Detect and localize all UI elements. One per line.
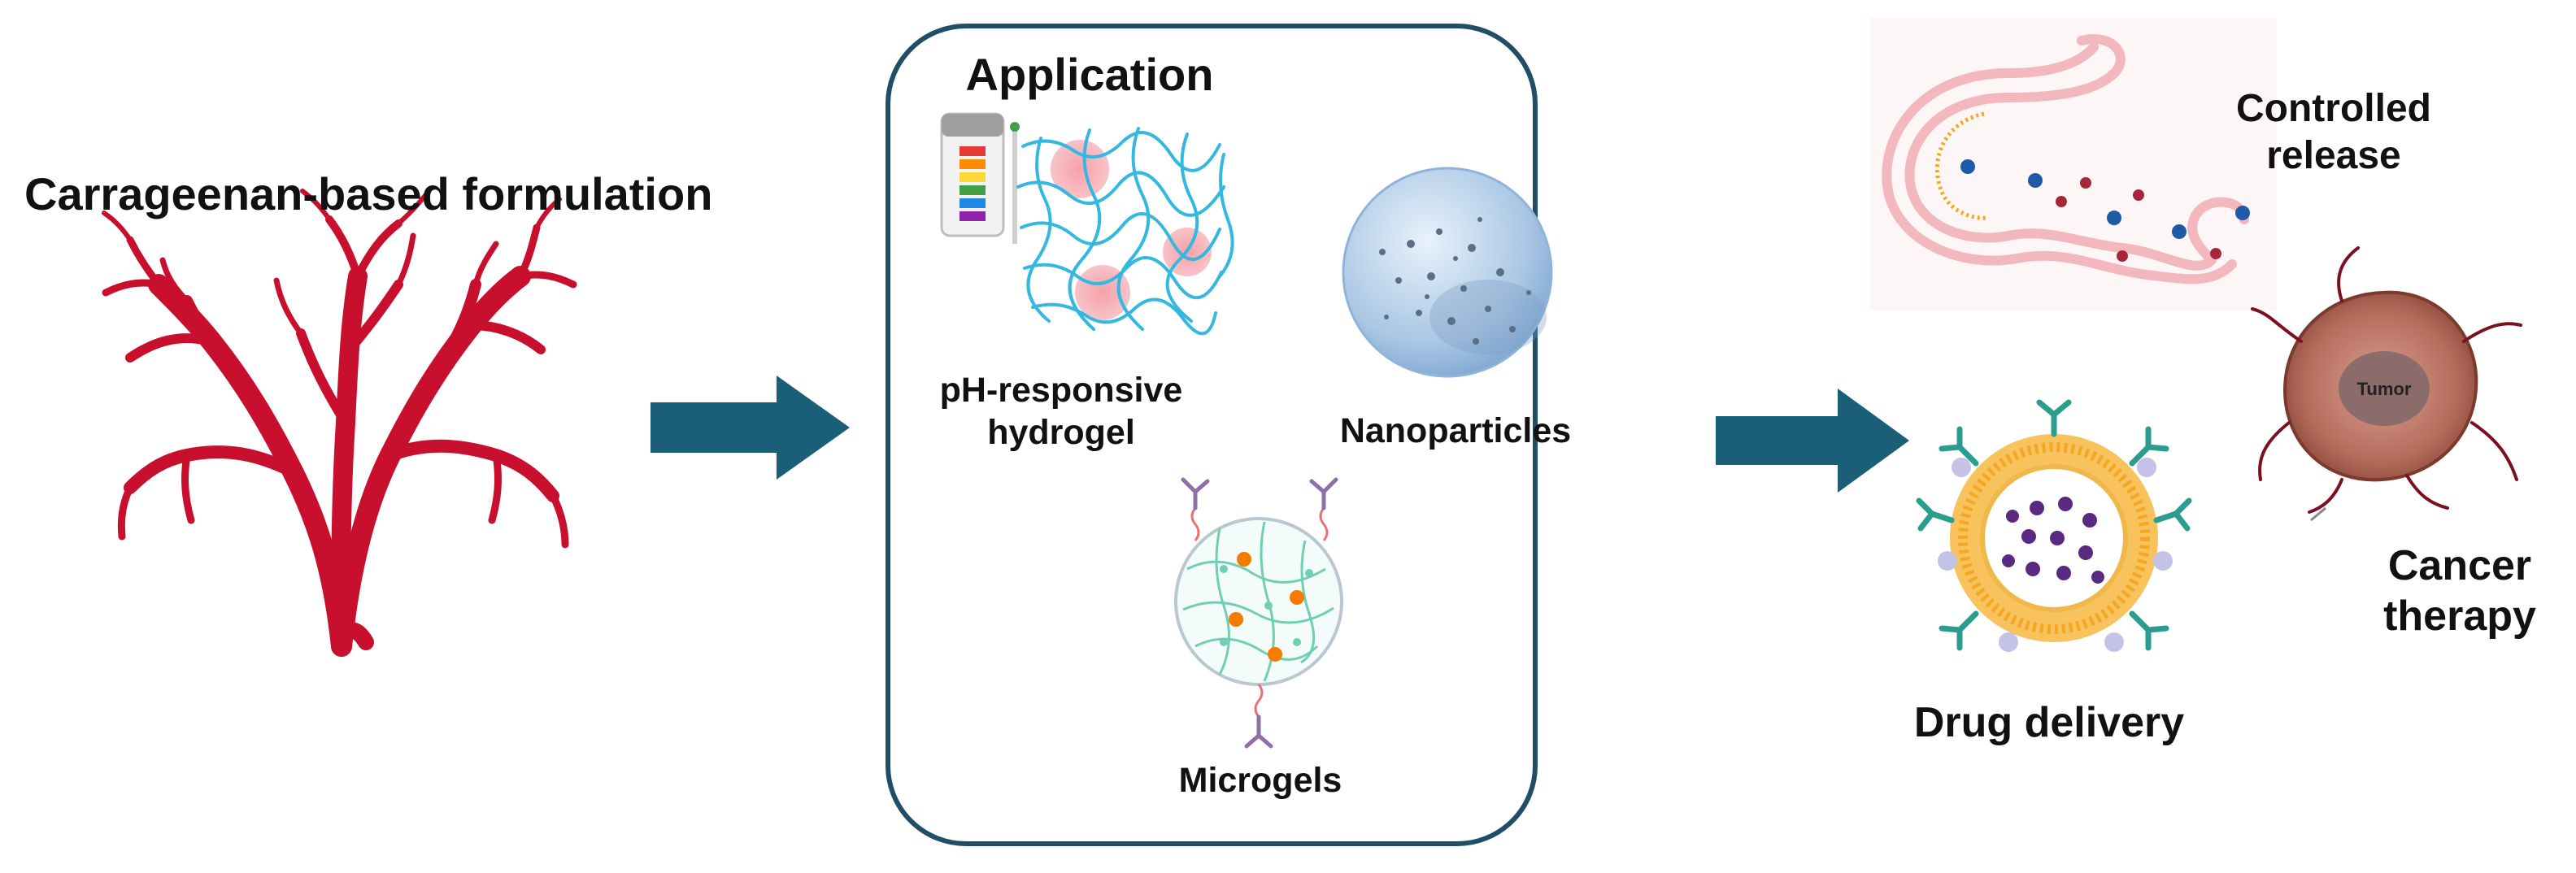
cancer-therapy-line-1: Cancer: [2387, 542, 2532, 589]
controlled-release-vesicle-icon: [1870, 18, 2277, 311]
nanoparticles-label: Nanoparticles: [1339, 411, 1572, 450]
microgels-label: Microgels: [1178, 761, 1342, 800]
cancer-therapy-line-2: therapy: [2383, 593, 2536, 641]
ph-strip-band: [959, 185, 986, 195]
ph-strip-band: [959, 146, 986, 156]
carrageenan-formulation-title: Carrageenan-based formulation: [24, 168, 713, 219]
microgel-icon: [1174, 477, 1343, 749]
controlled-release-label: Controlled release: [2195, 85, 2472, 179]
ph-test-tube-icon: [940, 112, 1020, 244]
hydrogel-label: pH-responsive hydrogel: [907, 370, 1216, 454]
ph-strip-band: [959, 198, 986, 208]
drug-delivery-label: Drug delivery: [1913, 699, 2185, 746]
flow-arrow-2: [1716, 389, 1909, 493]
nanoparticle-sphere-icon: [1342, 167, 1553, 378]
tumor-cell-icon: [2251, 246, 2522, 522]
ph-strip-band: [959, 172, 986, 182]
ph-strip-band: [959, 159, 986, 169]
application-title: Application: [965, 49, 1214, 100]
hydrogel-network-icon: [1016, 127, 1234, 336]
controlled-release-line-2: release: [2266, 133, 2401, 177]
tumor-label: Tumor: [2356, 379, 2412, 399]
hydrogel-label-line-1: pH-responsive: [939, 371, 1183, 410]
liposome-drug-carrier-icon: [1916, 399, 2192, 652]
red-seaweed-icon: [102, 189, 577, 657]
cancer-therapy-label: Cancer therapy: [2350, 541, 2569, 642]
controlled-release-line-1: Controlled: [2236, 87, 2431, 130]
hydrogel-label-line-2: hydrogel: [987, 412, 1135, 452]
flow-arrow-1: [651, 376, 850, 480]
ph-strip-band: [959, 211, 986, 221]
